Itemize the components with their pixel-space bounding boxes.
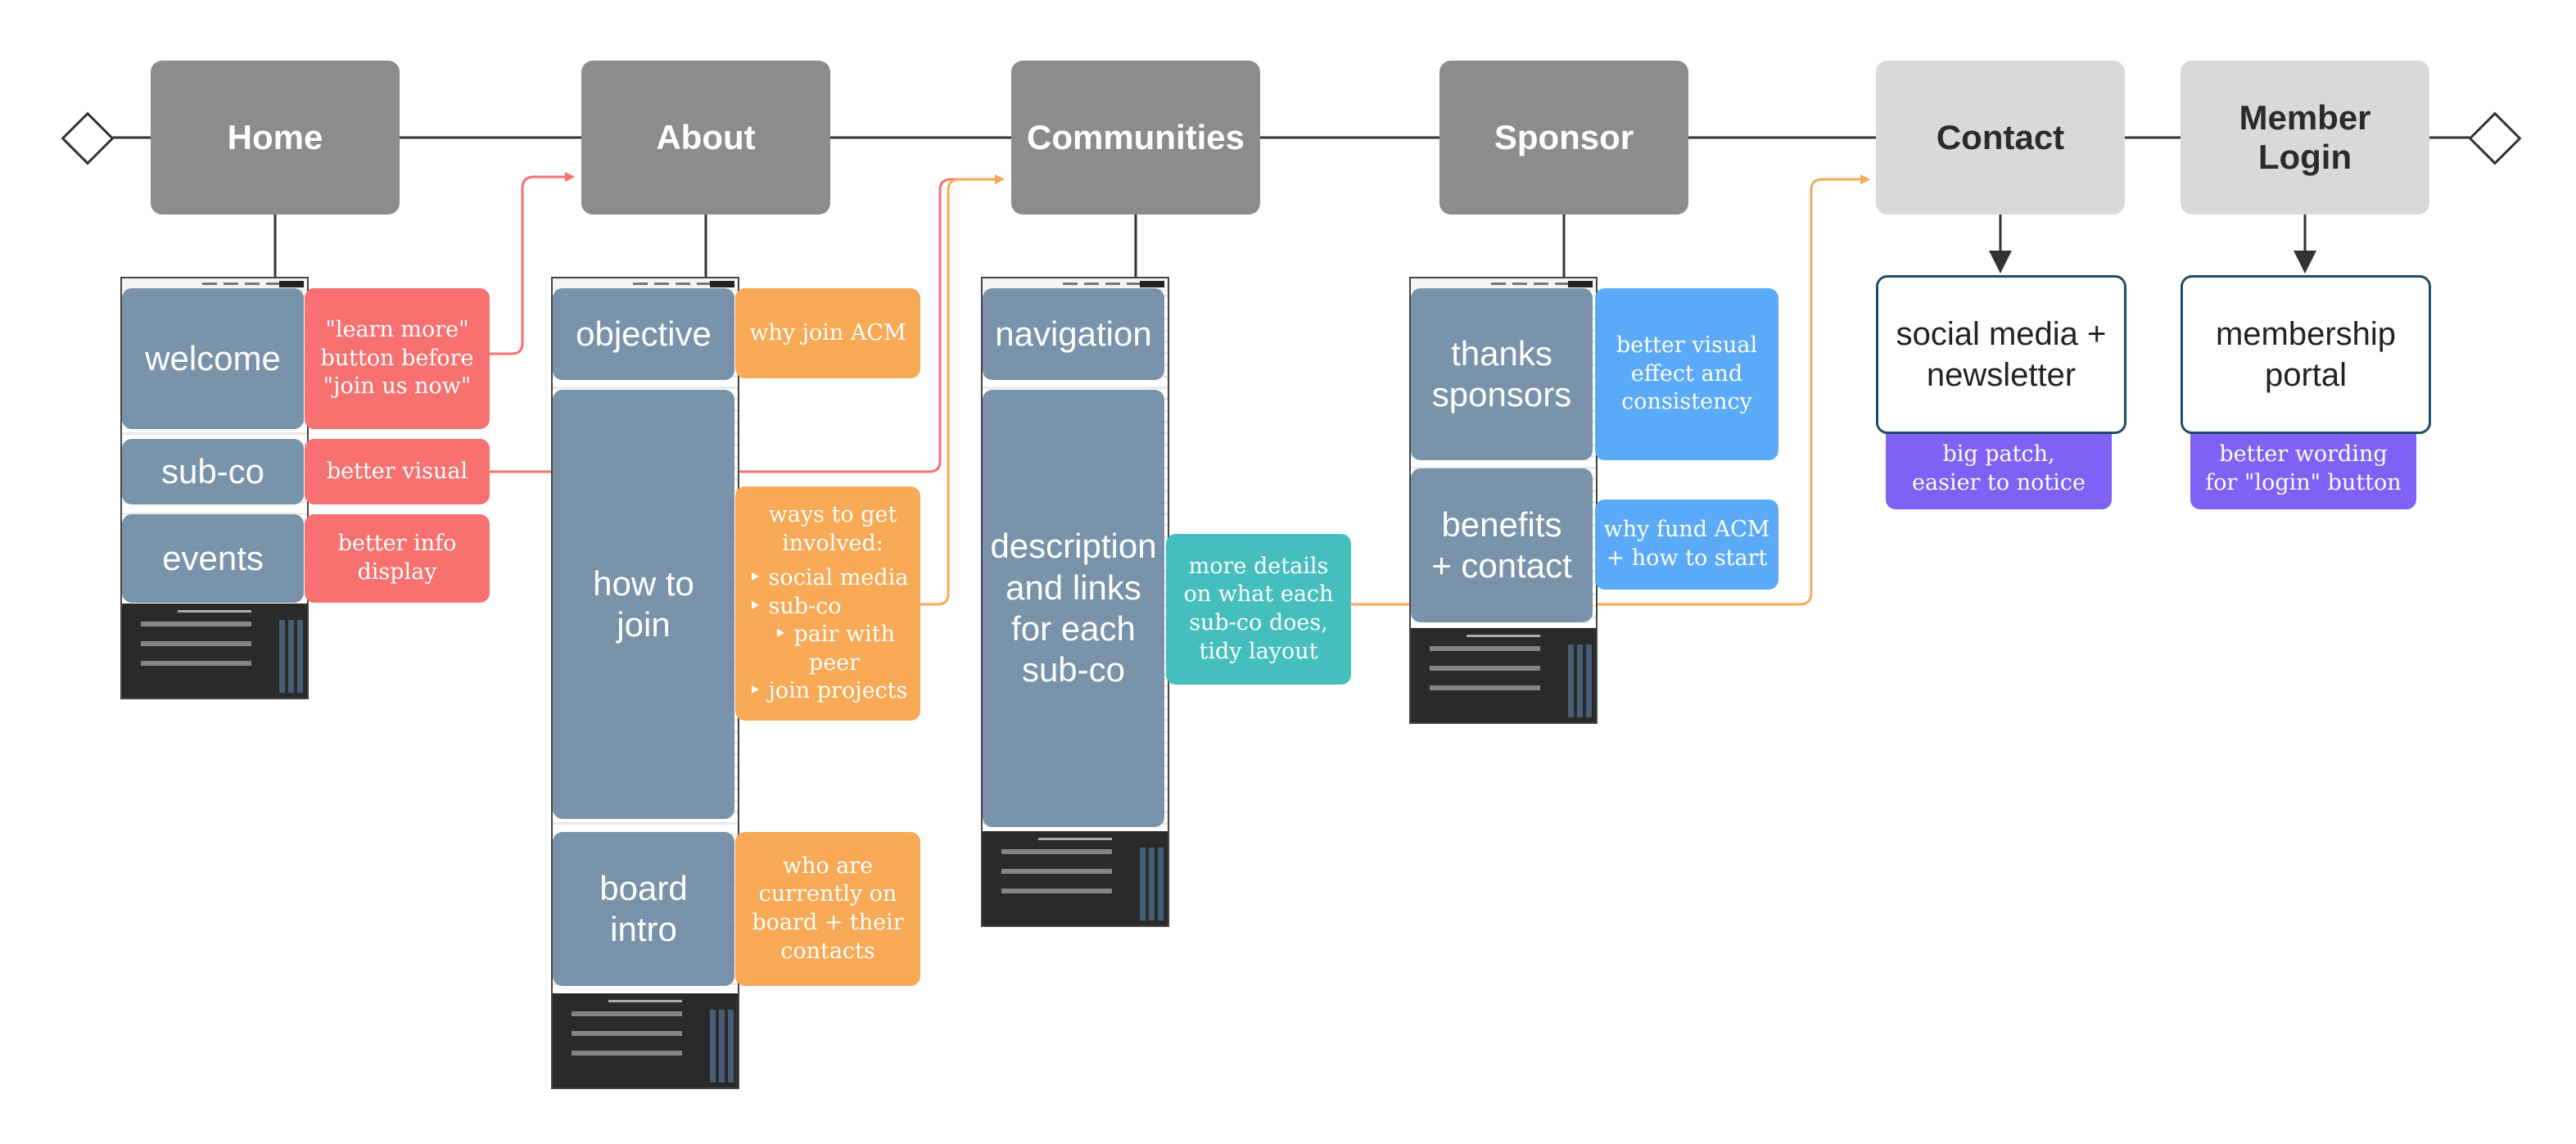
communities-section-description: description and links for each sub-co	[983, 390, 1164, 827]
note-who-board: who are currently on board + their conta…	[735, 832, 920, 986]
contact-arrowhead	[1989, 251, 2012, 274]
home-section-events: events	[122, 514, 304, 603]
about-section-objective: objective	[553, 288, 734, 380]
membership-portal-box: membership portal	[2181, 275, 2431, 434]
nav-member-login[interactable]: Member Login	[2181, 61, 2429, 215]
nav-communities[interactable]: Communities	[1011, 61, 1260, 215]
connector-sponsor-to-contact	[1597, 174, 1870, 606]
note-learn-more: "learn more" button before "join us now"	[305, 288, 490, 429]
note-why-fund: why fund ACM + how to start	[1595, 500, 1778, 590]
note-better-visual-home: better visual	[305, 439, 490, 504]
note-more-details: more details on what each sub-co does, t…	[1166, 534, 1351, 685]
note-why-join: why join ACM	[735, 288, 920, 378]
sponsor-section-thanks: thanks sponsors	[1411, 288, 1593, 460]
nav-home[interactable]: Home	[151, 61, 400, 215]
mock-footer	[983, 831, 1168, 925]
ways-item: ‣ join projects	[748, 678, 908, 704]
contact-social-media-box: social media + newsletter	[1876, 275, 2126, 434]
nav-contact[interactable]: Contact	[1876, 61, 2125, 215]
member-arrowhead	[2294, 251, 2316, 274]
ways-item: ‣ pair with peer	[773, 622, 895, 676]
note-better-info: better info display	[305, 514, 490, 603]
nav-sponsor[interactable]: Sponsor	[1439, 61, 1688, 215]
ways-title: ways to get involved:	[768, 502, 897, 556]
nav-about[interactable]: About	[581, 61, 830, 215]
mock-footer	[1411, 628, 1596, 722]
home-section-welcome: welcome	[122, 288, 304, 429]
mock-footer	[553, 993, 738, 1087]
about-section-how-to-join: how to join	[553, 390, 734, 819]
ways-item: ‣ social media	[748, 565, 909, 591]
about-section-board-intro: board intro	[553, 832, 734, 986]
connector-learn-more-to-about	[490, 172, 575, 355]
communities-section-navigation: navigation	[983, 288, 1164, 380]
sponsor-section-benefits: benefits + contact	[1411, 468, 1593, 622]
connector-better-visual-to-communities	[490, 174, 1005, 473]
mock-footer	[122, 604, 307, 698]
ways-item: ‣ sub-co	[748, 593, 842, 619]
connector-ways-to-communities	[920, 174, 1005, 606]
note-ways-to-get-involved: ways to get involved: ‣ social media ‣ s…	[735, 486, 920, 721]
home-section-subco: sub-co	[122, 439, 304, 504]
note-better-visual-sponsor: better visual effect and consistency	[1595, 288, 1778, 460]
